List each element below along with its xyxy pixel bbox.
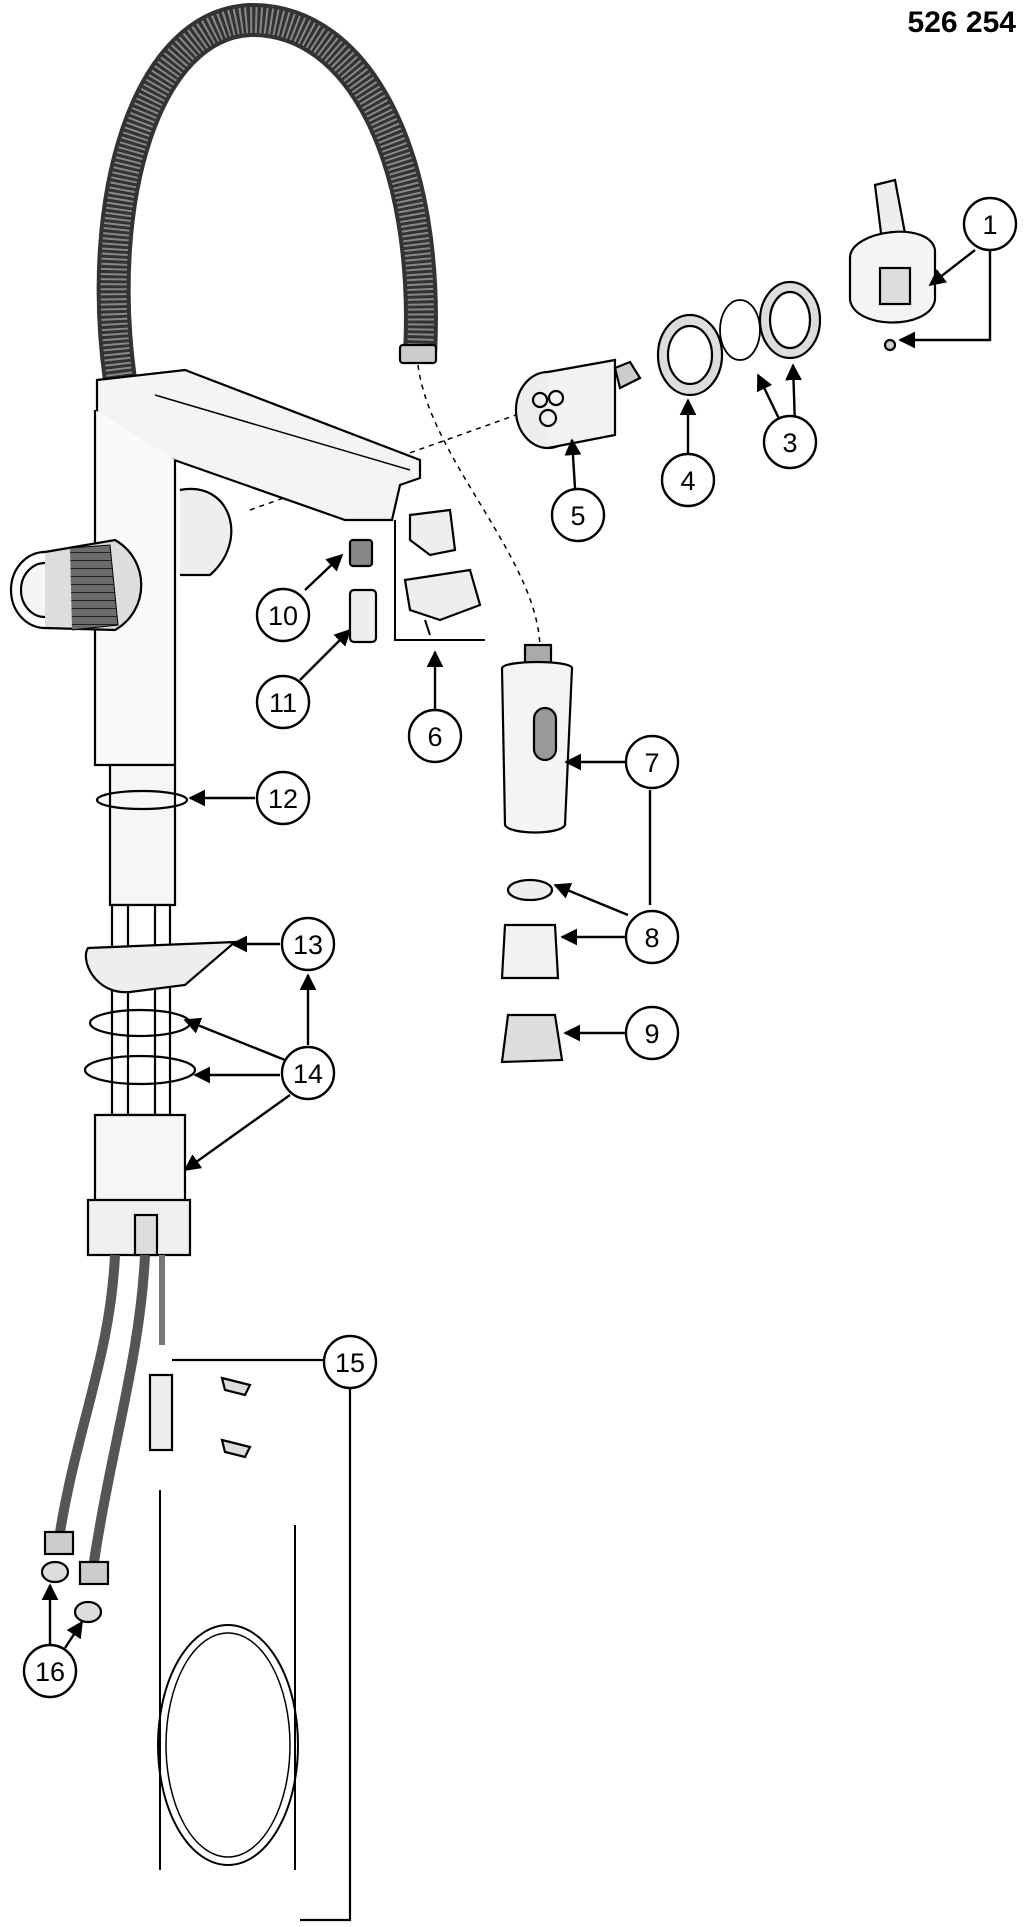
callout-label: 10 xyxy=(268,601,298,631)
hose-nut-left xyxy=(43,1530,75,1556)
callout-5: 5 xyxy=(550,487,606,543)
callout-15: 15 xyxy=(322,1334,378,1390)
pull-down-spray-head xyxy=(500,643,574,834)
callout-label: 8 xyxy=(644,923,659,953)
callout-2: 12 xyxy=(255,770,311,826)
document-number: 526 254 xyxy=(907,6,1016,39)
mounting-nut xyxy=(93,1113,187,1207)
horseshoe-washer xyxy=(84,940,239,994)
callout-11: 11 xyxy=(255,674,311,730)
callout-label: 5 xyxy=(570,501,585,531)
spray-face-cap xyxy=(500,1013,564,1064)
callout-label: 14 xyxy=(293,1059,323,1089)
valve-cartridge xyxy=(514,358,642,450)
check-valve xyxy=(348,538,374,568)
callout-label: 3 xyxy=(782,428,797,458)
callout-1: 1 xyxy=(962,196,1018,252)
hose-loop xyxy=(157,1624,299,1866)
callout-10: 10 xyxy=(255,587,311,643)
callout-4: 4 xyxy=(660,452,716,508)
callout-8: 8 xyxy=(624,909,680,965)
callout-13: 13 xyxy=(280,916,336,972)
aerator-washer xyxy=(506,878,554,902)
flow-regulator xyxy=(348,588,378,644)
gasket-16a xyxy=(40,1560,70,1584)
callout-14: 14 xyxy=(280,1045,336,1101)
callout-label: 16 xyxy=(35,1657,65,1687)
callout-3: 3 xyxy=(762,414,818,470)
aerator-insert xyxy=(500,923,560,980)
supply-hose-right xyxy=(87,1254,150,1576)
cartridge-o-ring xyxy=(719,299,761,361)
callout-label: 6 xyxy=(427,722,442,752)
callout-label: 12 xyxy=(268,784,298,814)
clip-upper xyxy=(220,1376,252,1397)
gasket-16b xyxy=(73,1600,103,1624)
callout-16: 16 xyxy=(22,1643,78,1699)
clip-lower xyxy=(220,1438,252,1459)
temperature-dial-knob xyxy=(9,538,143,632)
set-screw xyxy=(883,338,897,352)
supply-hose-left xyxy=(53,1254,120,1546)
callout-label: 11 xyxy=(269,688,297,718)
hose-tip xyxy=(398,343,438,365)
o-ring-12 xyxy=(95,789,189,811)
callout-label: 4 xyxy=(680,466,695,496)
spray-hose-gooseneck xyxy=(96,2,438,383)
lever-handle xyxy=(848,178,937,324)
callout-7: 7 xyxy=(624,734,680,790)
callout-leader-lines xyxy=(41,249,992,1649)
callout-label: 9 xyxy=(644,1019,659,1049)
quick-connector xyxy=(148,1373,174,1452)
callout-label: 1 xyxy=(982,210,997,240)
callout-label: 13 xyxy=(293,930,323,960)
callout-circles: 1 12 3 4 5 6 7 8 9 10 11 12 13 14 15 16 xyxy=(22,196,1018,1699)
shank-tube xyxy=(108,763,177,907)
callout-label: 7 xyxy=(644,748,659,778)
hose-nut-right xyxy=(78,1560,110,1586)
bracket-lower xyxy=(403,568,482,622)
callout-9: 9 xyxy=(624,1005,680,1061)
bracket-upper xyxy=(408,508,457,557)
callout-label: 15 xyxy=(335,1348,365,1378)
side-valve-housing xyxy=(179,487,233,577)
callout-6: 6 xyxy=(407,708,463,764)
